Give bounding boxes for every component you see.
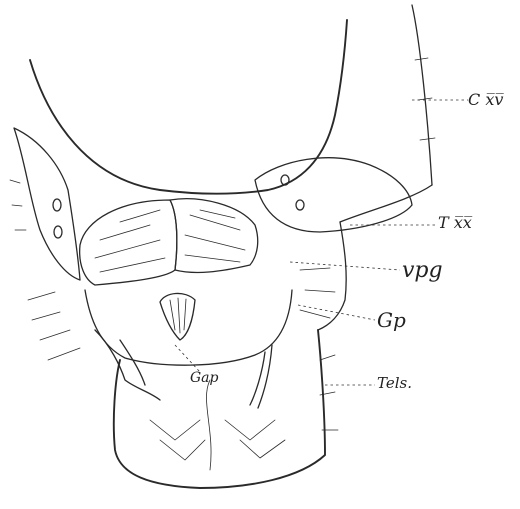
label-gap: Gap xyxy=(190,370,219,386)
papilla xyxy=(160,293,195,340)
left-pore-1 xyxy=(53,199,61,211)
right-pore-2 xyxy=(296,200,304,210)
label-tels: Tels. xyxy=(377,374,412,392)
leader-gap xyxy=(175,345,200,372)
right-lateral-plate xyxy=(255,158,412,232)
label-gp: Gp xyxy=(377,308,406,332)
left-appendage xyxy=(95,330,160,400)
telson-hatching xyxy=(150,380,285,470)
plate-hatching xyxy=(95,210,245,272)
right-appendage xyxy=(250,345,272,408)
label-cxv: C x̅v̅ xyxy=(468,90,503,109)
label-vpg: vpg xyxy=(402,258,443,283)
valve-plate-right xyxy=(170,199,258,273)
segment-line-right xyxy=(340,185,432,222)
papilla-ridges xyxy=(170,298,186,333)
segment-line-cxv xyxy=(412,5,432,185)
valve-plate-left xyxy=(80,200,177,285)
left-lateral-plate xyxy=(14,128,80,280)
left-pore-2 xyxy=(54,226,62,238)
label-txx: T x̅x̅ xyxy=(438,213,472,232)
abdomen-outline xyxy=(30,20,347,194)
telson xyxy=(114,330,325,488)
